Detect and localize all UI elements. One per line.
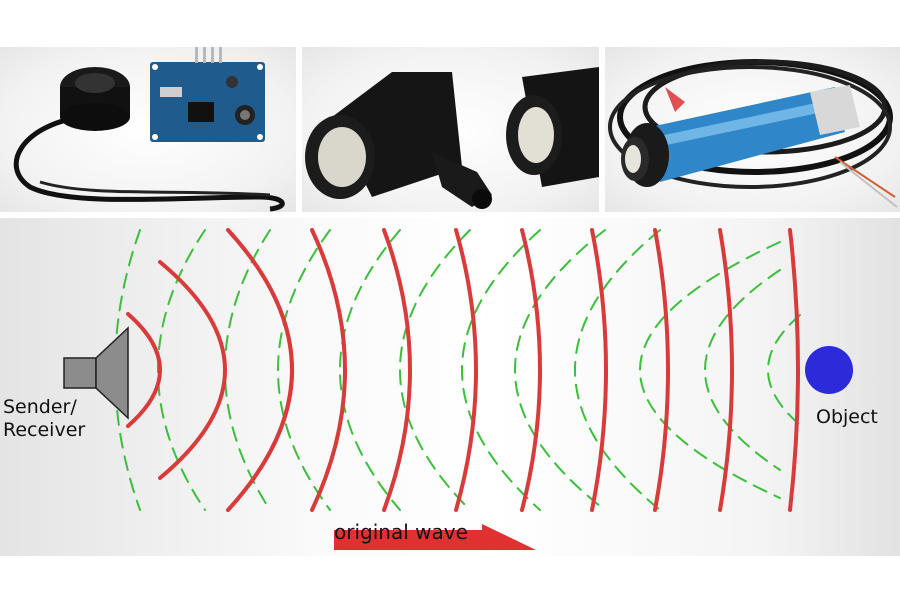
reflected-wavefront-8	[339, 229, 401, 511]
original-wavefront-6	[454, 228, 478, 512]
sender-label-line1: Sender/	[3, 396, 77, 418]
sender-receiver-label: Sender/ Receiver	[3, 396, 85, 442]
reflected-wavefront-7	[399, 229, 471, 511]
original-wavefront-5	[382, 228, 412, 512]
reflected-wavefront-5	[514, 229, 606, 511]
reflected-wavefront-10	[224, 229, 271, 511]
original-wavefront-1	[126, 312, 162, 428]
reflected-waves-group	[114, 229, 801, 511]
original-wavefront-7	[520, 228, 542, 512]
emitter-cone	[95, 326, 129, 420]
original-wavefront-8	[590, 228, 608, 512]
reflected-wavefront-1	[767, 314, 801, 426]
reflected-wavefront-4	[574, 229, 661, 511]
sensor-face	[318, 127, 366, 187]
original-wave-label: original wave	[334, 520, 468, 544]
photo-cylindrical-sensor	[302, 47, 599, 212]
original-waves-group	[126, 228, 800, 512]
photo-sensor-module	[0, 47, 296, 212]
reflected-wavefront-9	[277, 229, 331, 511]
original-wavefront-9	[653, 228, 670, 512]
photo-proximity-sensor	[605, 47, 900, 212]
sensor-face	[625, 145, 641, 173]
proximity-sensor-illustration	[608, 59, 898, 208]
original-wavefront-3	[226, 228, 294, 512]
object-label: Object	[816, 406, 878, 428]
original-wavefront-4	[310, 228, 347, 512]
sender-label-line2: Receiver	[3, 419, 86, 441]
original-wavefront-11	[788, 228, 800, 512]
sensor-module-illustration	[13, 47, 285, 212]
reflected-wavefront-11	[157, 229, 206, 511]
original-wave-arrow	[334, 524, 536, 550]
original-wavefront-10	[718, 228, 734, 512]
cylindrical-sensor-illustration	[305, 67, 599, 209]
reflected-wavefront-2	[704, 269, 781, 471]
reflected-wavefront-6	[461, 229, 541, 511]
emitter-body	[63, 357, 97, 389]
original-wavefront-2	[158, 260, 227, 480]
reflected-wavefront-3	[639, 241, 781, 499]
object-circle	[805, 346, 853, 394]
probe-cable	[13, 114, 285, 212]
wave-diagram-canvas	[63, 228, 853, 550]
ultrasonic-wave-diagram: Sender/ Receiver Object original wave	[0, 218, 900, 556]
